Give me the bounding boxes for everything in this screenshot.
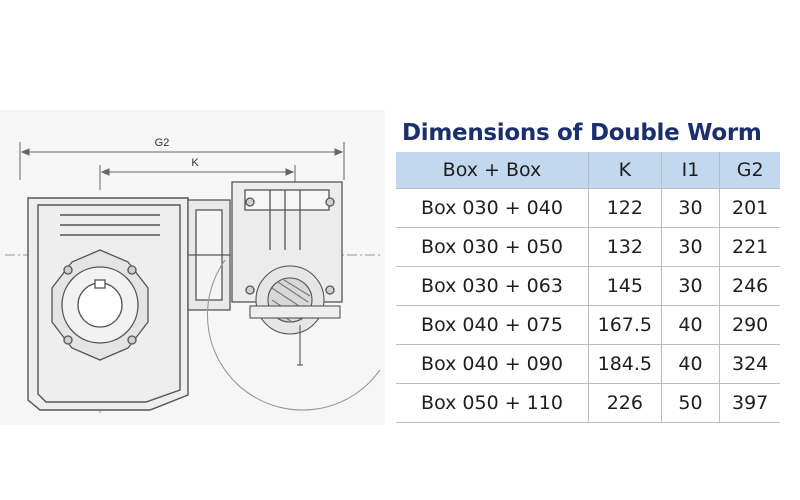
cell-g2: 221 (719, 227, 780, 267)
column-header-k: K (587, 152, 662, 189)
table-row: Box 050 + 110 226 50 397 (396, 383, 780, 423)
cell-k: 184.5 (587, 344, 662, 384)
cell-g2: 397 (719, 383, 780, 423)
cell-g2: 201 (719, 188, 780, 228)
cell-k: 145 (587, 266, 662, 306)
cell-k: 167.5 (587, 305, 662, 345)
coupling-section (187, 199, 231, 311)
cell-box: Box 030 + 063 (421, 275, 563, 297)
cell-g2: 290 (719, 305, 780, 345)
table-title: Dimensions of Double Worm (402, 120, 762, 146)
cell-box: Box 030 + 040 (421, 197, 563, 219)
cell-g2: 324 (719, 344, 780, 384)
table-row: Box 040 + 090 184.5 40 324 (396, 344, 780, 384)
cell-box: Box 040 + 075 (421, 314, 563, 336)
table-row: Box 040 + 075 167.5 40 290 (396, 305, 780, 345)
input-flange (206, 259, 381, 411)
cell-k: 226 (587, 383, 662, 423)
g2-dimension (19, 142, 345, 180)
dimensions-table-panel: Dimensions of Double Worm Box + Box K I1… (396, 118, 780, 423)
cell-box: Box 040 + 090 (421, 353, 563, 375)
cell-i1: 40 (660, 305, 720, 345)
cell-i1: 30 (660, 266, 720, 306)
table-row: Box 030 + 063 145 30 246 (396, 266, 780, 306)
g2-dimension-label: G2 (155, 137, 170, 149)
double-worm-gearbox-drawing: G2 K (0, 110, 385, 425)
cell-box: Box 030 + 050 (421, 236, 563, 258)
cell-g2: 246 (719, 266, 780, 306)
column-header-g2: G2 (719, 152, 780, 189)
cell-box: Box 050 + 110 (421, 392, 563, 414)
column-header-box: Box + Box (442, 159, 542, 181)
k-dimension-label: K (191, 157, 199, 169)
table-row: Box 030 + 050 132 30 221 (396, 227, 780, 267)
cell-k: 132 (587, 227, 662, 267)
cell-i1: 30 (660, 188, 720, 228)
dimensions-table: Box + Box K I1 G2 Box 030 + 040 122 30 2… (396, 152, 780, 423)
output-flange (51, 249, 149, 361)
cell-k: 122 (587, 188, 662, 228)
k-dimension (99, 165, 296, 190)
cell-i1: 40 (660, 344, 720, 384)
cell-i1: 50 (660, 383, 720, 423)
table-row: Box 030 + 040 122 30 201 (396, 188, 780, 228)
technical-drawing-svg: G2 K (5, 137, 381, 415)
cell-i1: 30 (660, 227, 720, 267)
table-header-row: Box + Box K I1 G2 (396, 152, 780, 189)
column-header-i1: I1 (660, 152, 720, 189)
